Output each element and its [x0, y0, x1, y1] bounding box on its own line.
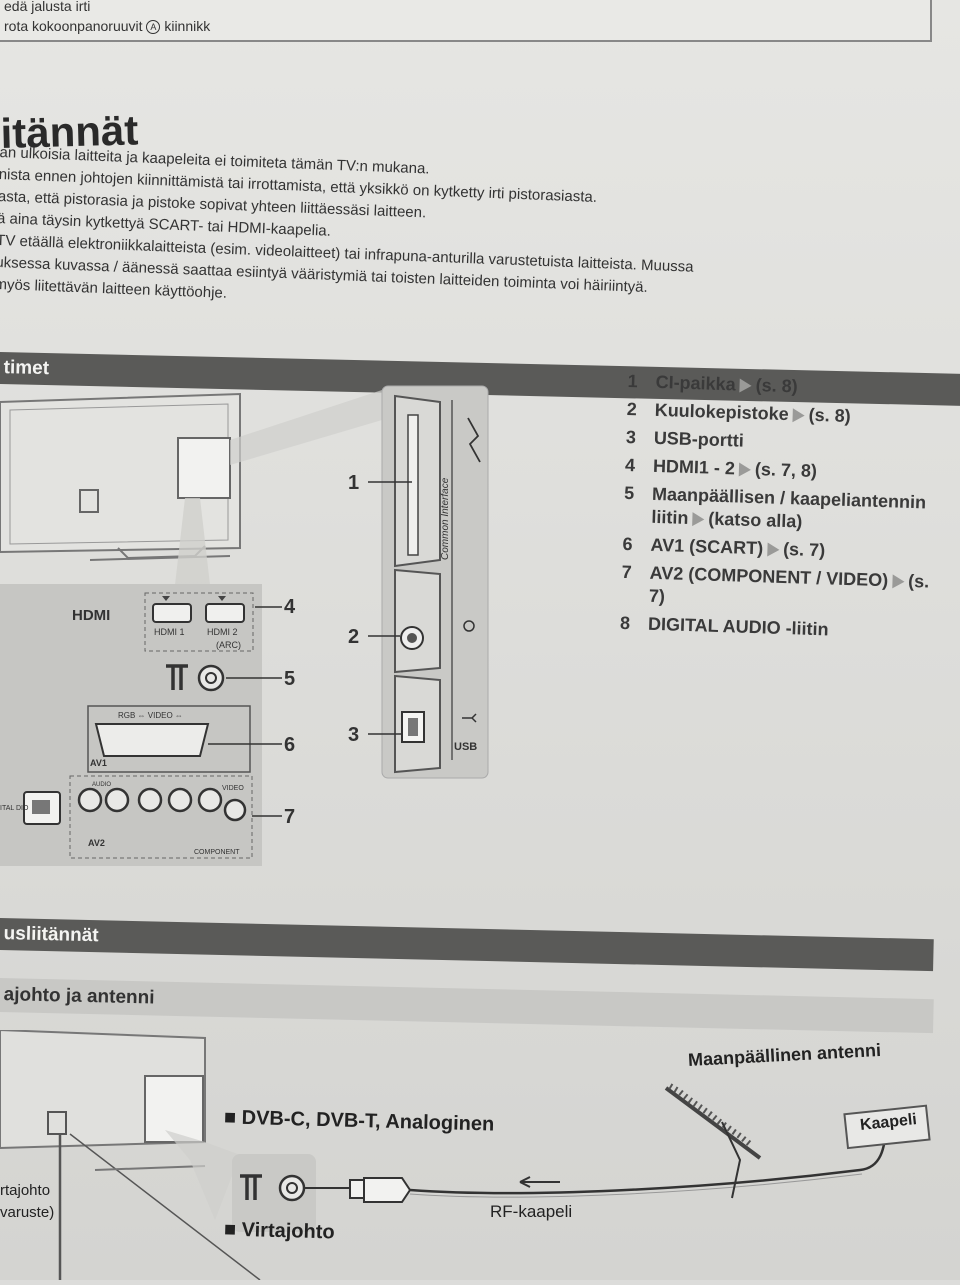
header-box: edä jalusta irti rota kokoonpanoruuvit A… — [0, 0, 932, 42]
legend-ref: (s. 7, 8) — [754, 459, 818, 481]
legend-text: DIGITAL AUDIO -liitin — [647, 613, 829, 640]
video-label: VIDEO — [222, 785, 244, 792]
callout-5: 5 — [284, 668, 296, 690]
connector-diagram: Common Interface USB HDMI HDMI 1 HDMI 2 … — [0, 380, 620, 880]
callout-7: 7 — [284, 806, 296, 828]
side-text-1: rtajohto — [0, 1182, 51, 1199]
av1-label: AV1 — [90, 758, 107, 768]
digital-label: ITAL DIO — [0, 805, 29, 812]
legend-item: 5 Maanpäällisen / kaapeliantennin liitin… — [623, 482, 934, 538]
audio-label: AUDIO — [92, 782, 111, 788]
subsection-band-power-antenna: ajohto ja antenni — [0, 978, 934, 1034]
legend-ref: (s. 8) — [755, 375, 798, 397]
legend-item: 6 AV1 (SCART) (s. 7) — [622, 533, 933, 566]
legend-num: 7 — [621, 561, 632, 583]
square-bullet-icon: ■ — [223, 1106, 242, 1129]
usb-label: USB — [454, 741, 477, 753]
antenna-svg — [0, 1028, 931, 1281]
callout-1: 1 — [348, 472, 360, 494]
circled-letter: A — [146, 20, 161, 35]
legend-text: AV2 (COMPONENT / VIDEO) — [649, 562, 889, 591]
lower-connector-panel — [0, 584, 262, 866]
common-interface-label: Common Interface — [440, 477, 451, 560]
rgb-video-label: RGB ⇔ VIDEO ⇔ — [118, 711, 183, 720]
side-panel — [381, 385, 489, 779]
section-band-basic-connections: usliitännät — [0, 918, 934, 972]
tv-back-illustration — [0, 392, 241, 561]
arc-label: (ARC) — [216, 640, 241, 650]
arrow-right-icon — [766, 542, 780, 558]
intro-paragraph: an ulkoisia laitteita ja kaapeleita ei t… — [0, 142, 929, 332]
arrow-right-icon — [739, 378, 752, 394]
component-label: COMPONENT — [194, 849, 240, 856]
side-text-2: varuste) — [0, 1204, 55, 1221]
legend-num: 6 — [622, 533, 633, 555]
av2-label: AV2 — [88, 838, 105, 848]
legend-num: 2 — [626, 398, 638, 420]
callout-2: 2 — [348, 626, 360, 648]
callout-3: 3 — [348, 724, 360, 746]
callout-4: 4 — [284, 596, 296, 618]
legend-text: HDMI1 - 2 — [652, 455, 736, 479]
legend-item: 2 Kuulokepistoke (s. 8) — [626, 398, 937, 431]
legend-text: USB-portti — [653, 427, 745, 451]
header-line-2: rota kokoonpanoruuvit A kiinnikk — [4, 18, 211, 35]
legend-text: AV1 (SCART) — [650, 534, 764, 559]
legend-text: Kuulokepistoke — [654, 399, 790, 425]
power-cord-heading: ■ Virtajohto — [224, 1219, 335, 1245]
callout-lines — [208, 481, 412, 817]
legend-num: 1 — [627, 370, 638, 392]
arrow-right-icon — [738, 462, 752, 478]
header-line-2-text: rota kokoonpanoruuvit — [4, 18, 143, 34]
arrow-right-icon — [792, 408, 805, 423]
arrow-right-icon — [891, 574, 905, 590]
power-cord-text: Virtajohto — [241, 1219, 335, 1244]
hdmi2-label: HDMI 2 — [207, 627, 238, 637]
legend-item: 7 AV2 (COMPONENT / VIDEO)(s. 7) — [621, 561, 932, 617]
square-bullet-icon: ■ — [223, 1218, 242, 1242]
legend-item: 4 HDMI1 - 2 (s. 7, 8) — [625, 454, 936, 487]
antenna-connection-diagram: Maanpäällinen antenni Kaapeli ■ DVB-C, D… — [0, 1028, 960, 1281]
hdmi-logo: HDMI — [72, 607, 110, 624]
rf-cable-label: RF-kaapeli — [490, 1202, 573, 1221]
header-line-1: edä jalusta irti — [4, 0, 91, 14]
legend-item: 3 USB-portti — [626, 426, 937, 459]
callout-6: 6 — [284, 734, 296, 756]
legend-text: CI-paikka — [655, 371, 736, 395]
legend-num: 3 — [625, 426, 637, 448]
header-line-2-tail: kiinnikk — [164, 18, 211, 34]
legend-ref: (s. 8) — [808, 404, 852, 427]
legend-item: 8 DIGITAL AUDIO -liitin — [620, 612, 931, 645]
legend-num: 5 — [623, 482, 635, 504]
diagram-svg: Common Interface USB HDMI HDMI 1 HDMI 2 … — [0, 385, 489, 866]
legend-ref: (s. 7) — [782, 538, 826, 561]
arrow-right-icon — [692, 512, 705, 527]
hdmi1-label: HDMI 1 — [154, 627, 185, 637]
legend-num: 4 — [624, 454, 636, 476]
legend-num: 8 — [619, 612, 631, 634]
legend-ref: (katso alla) — [708, 508, 803, 532]
connector-legend: 1 CI-paikka(s. 8) 2 Kuulokepistoke(s. 8)… — [620, 370, 938, 650]
